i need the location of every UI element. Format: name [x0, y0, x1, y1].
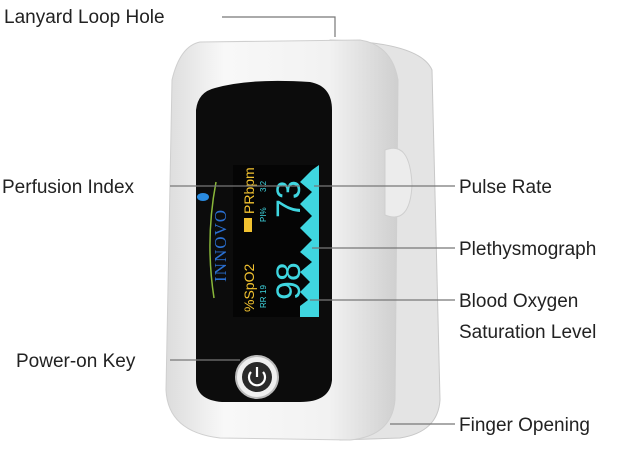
label-perfusion: Perfusion Index: [2, 177, 135, 198]
brand-swoosh: [209, 181, 217, 299]
spo2-value: 98: [270, 262, 308, 300]
power-button[interactable]: [235, 355, 279, 399]
label-pulse: Pulse Rate: [459, 177, 552, 198]
label-lanyard: Lanyard Loop Hole: [4, 7, 165, 28]
leader-lanyard: [222, 16, 336, 37]
rr-label: RR: [259, 296, 268, 308]
label-spo2-line1: Blood Oxygen: [459, 291, 578, 312]
power-icon: [247, 367, 267, 387]
label-power: Power-on Key: [16, 351, 136, 372]
brand-dot: [197, 193, 209, 201]
plethysmograph-waveform: [300, 165, 319, 317]
pi-label: PI%: [259, 207, 268, 222]
oximeter-device: 98 73 %SpO2 PRbpm RR 19 PI% 3.2: [165, 39, 441, 441]
pr-label: PRbpm: [241, 167, 257, 214]
finger-clip-hinge: [384, 147, 413, 218]
label-pleth: Plethysmograph: [459, 239, 596, 260]
battery-icon: [244, 218, 252, 232]
label-spo2-line2: Saturation Level: [459, 322, 596, 343]
oled-screen: 98 73 %SpO2 PRbpm RR 19 PI% 3.2: [233, 165, 319, 317]
spo2-label: %SpO2: [241, 264, 257, 312]
label-finger: Finger Opening: [459, 415, 590, 436]
brand-logo: INNOVO: [211, 209, 230, 282]
rr-value: 19: [259, 285, 268, 294]
